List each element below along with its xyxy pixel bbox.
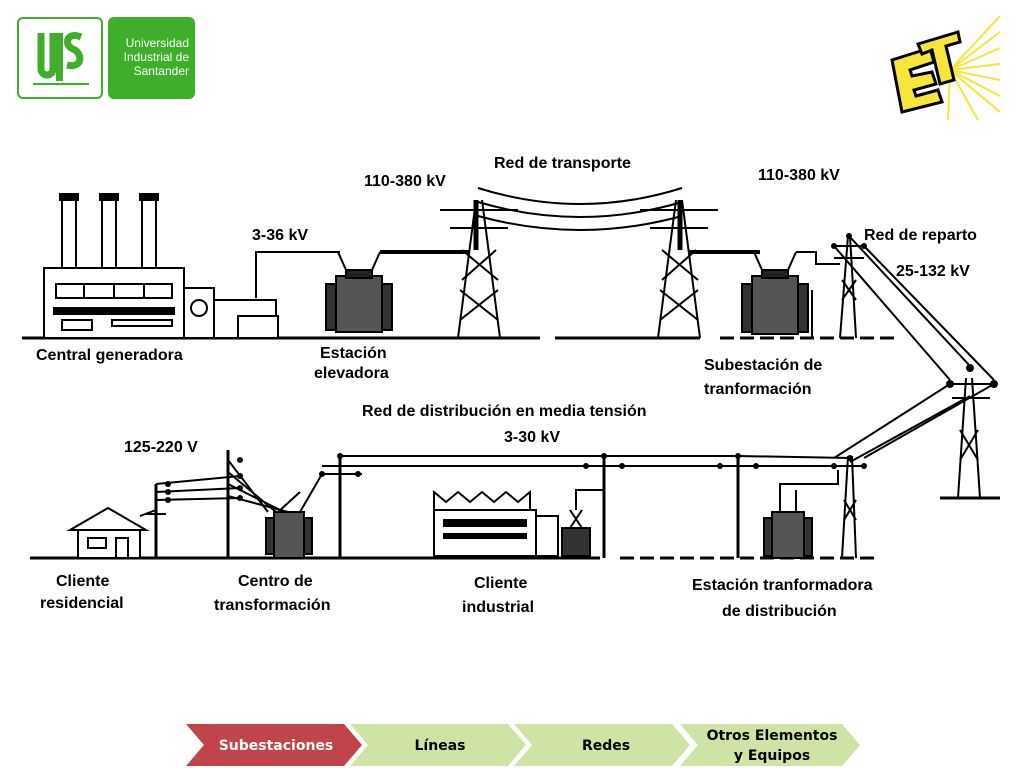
transformation-center [265, 473, 323, 559]
label-125-220v: 125-220 V [124, 439, 198, 456]
transport-lines [477, 187, 683, 231]
nav-label-lineas: Líneas [415, 738, 466, 754]
nav-item-subestaciones[interactable]: Subestaciones [186, 724, 362, 766]
uis-logo-icon [33, 32, 89, 85]
label-25-132kv: 25-132 kV [896, 263, 970, 280]
step-up-transformer [325, 251, 393, 333]
distribution-tower-top [832, 235, 866, 339]
nav-label-subestaciones: Subestaciones [219, 738, 334, 754]
label-red-reparto: Red de reparto [864, 227, 977, 244]
label-estacion-2: elevadora [314, 365, 389, 382]
nav-item-lineas[interactable]: Líneas [350, 724, 526, 766]
label-centro-2: transformación [214, 597, 330, 614]
nav-item-redes[interactable]: Redes [514, 724, 690, 766]
reparto-lines [833, 235, 995, 381]
label-110-380-right: 110-380 kV [758, 167, 840, 184]
nav-label-redes: Redes [582, 738, 630, 754]
uis-line-2: Industrial de [123, 50, 189, 64]
bottom-nav: Subestaciones Líneas Redes Otros Element… [186, 724, 860, 766]
label-110-380-left: 110-380 kV [364, 173, 446, 190]
label-central-generadora: Central generadora [36, 347, 183, 364]
label-subestacion-2: tranformación [704, 381, 812, 398]
label-3-36kv: 3-36 kV [252, 227, 308, 244]
label-subestacion-1: Subestación de [704, 357, 822, 374]
label-red-transporte: Red de transporte [494, 155, 631, 172]
substation-transformer [741, 251, 809, 335]
nav-item-otros[interactable]: Otros Elementos y Equipos [680, 724, 860, 766]
nav-label-otros-2: y Equipos [734, 748, 810, 764]
uis-line-1: Universidad [125, 36, 189, 50]
uis-line-3: Santander [133, 64, 189, 78]
label-cliente-res-2: residencial [40, 595, 124, 612]
residential-house [66, 506, 150, 559]
label-cliente-ind-2: industrial [462, 599, 534, 616]
nav-label-otros-1: Otros Elementos [707, 728, 838, 744]
low-voltage-pole [154, 450, 230, 558]
uis-logo-text: Universidad Industrial de Santander [108, 17, 195, 99]
label-estacion-dist-2: de distribución [722, 603, 837, 620]
power-system-diagram: Central generadora 3-36 kV Estación elev… [22, 155, 1000, 620]
label-estacion-dist-1: Estación tranformadora [692, 577, 873, 594]
et-logo-icon [890, 15, 1001, 120]
label-3-30kv: 3-30 kV [504, 429, 560, 446]
industrial-client [433, 489, 591, 557]
distribution-pole-right [832, 455, 866, 559]
medium-voltage-lines [322, 455, 851, 467]
label-cliente-ind-1: Cliente [474, 575, 527, 592]
transmission-tower-right [640, 199, 718, 339]
label-estacion-1: Estación [320, 345, 387, 362]
label-centro-1: Centro de [238, 573, 313, 590]
power-plant [43, 193, 279, 339]
label-cliente-res-1: Cliente [56, 573, 109, 590]
uis-logo [17, 17, 103, 99]
distribution-transformer [763, 490, 813, 559]
transmission-tower-left [440, 199, 518, 339]
label-red-distribucion: Red de distribución en media tensión [362, 403, 646, 420]
